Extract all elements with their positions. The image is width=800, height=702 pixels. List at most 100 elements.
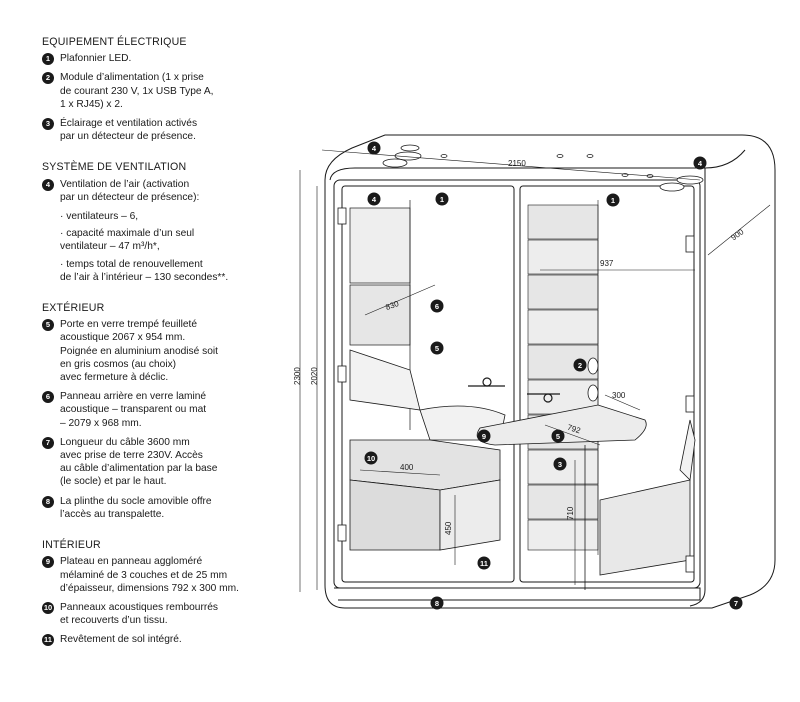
dim-depth-label: 900 [729,227,746,242]
booth-base [334,587,701,601]
svg-text:6: 6 [435,302,439,311]
bench-side [439,479,501,551]
dim-back-panel-label: 830 [384,299,400,312]
bench-back [679,419,696,481]
spec-text: Panneau arrière en verre laminé acoustiq… [60,391,207,429]
spec-text: Revêtement de sol intégré. [60,634,182,646]
spec-item-1: 1 Plafonnier LED. [42,52,292,66]
spec-list: EQUIPEMENT ÉLECTRIQUE 1 Plafonnier LED. … [42,36,292,653]
callout-4: 4 [693,156,707,170]
callout-1: 1 [435,192,449,206]
dim-line [707,204,771,256]
booth-outer-shell [324,134,776,609]
acoustic-panel [527,519,599,551]
svg-text:7: 7 [734,599,738,608]
dim-height-total-label: 2300 [293,367,302,385]
sub-item: · temps total de renouvellement de l’air… [60,258,229,283]
callout-1: 1 [606,193,620,207]
acoustic-panel [527,344,599,380]
roof-vent [676,175,704,185]
spec-item-10: 10 Panneaux acoustiques rembourrés et re… [42,601,292,627]
hinge [685,555,695,573]
dim-line [544,424,601,446]
callout-2: 2 [573,358,587,372]
acoustic-panel [527,204,599,240]
svg-text:5: 5 [556,432,560,441]
power-module [587,384,599,402]
spec-text: Plafonnier LED. [60,53,132,65]
dim-table-height-label: 710 [566,506,575,520]
hinge [337,207,347,225]
acoustic-panel [349,207,411,284]
svg-text:3: 3 [558,460,562,469]
spec-text: Ventilation de l’air (activation par un … [60,178,200,203]
spec-text: Panneaux acoustiques rembourrés et recou… [60,601,219,627]
svg-text:1: 1 [440,195,444,204]
spec-item-4: 4 Ventilation de l’air (activation par u… [42,178,292,204]
spec-text: Éclairage et ventilation activés par un … [60,118,198,143]
svg-text:2: 2 [578,361,582,370]
acoustic-panel [527,274,599,310]
svg-text:10: 10 [367,454,375,463]
right-door-glass [519,185,695,583]
spec-item-2: 2 Module d’alimentation (1 x prise de co… [42,71,292,111]
spec-text: Porte en verre trempé feuilleté acoustiq… [60,319,219,384]
callout-10: 10 [364,451,378,465]
callout-5: 5 [430,341,444,355]
dim-table-length-label: 792 [566,423,582,436]
callout-8: 8 [430,596,444,610]
dim-inner-width-label: 937 [600,259,614,268]
hinge [337,524,347,542]
handle-knob [482,377,492,387]
number-badge: 4 [42,178,54,191]
number-badge: 8 [42,495,54,508]
dim-height-inner-label: 2020 [310,367,319,385]
spec-item-5: 5 Porte en verre trempé feuilleté acoust… [42,318,292,384]
hinge [685,395,695,413]
number-badge: 2 [42,72,54,85]
right-bench [599,419,696,576]
svg-text:4: 4 [698,159,703,168]
roof-vent [586,154,594,158]
acoustic-panel [349,284,411,346]
acoustic-panel [527,239,599,275]
bench-seat [599,479,691,576]
spec-text: La plinthe du socle amovible offre l’acc… [60,495,212,520]
left-bench [349,349,506,551]
left-door-glass [341,185,515,583]
dim-line [321,149,701,181]
svg-text:4: 4 [372,144,377,153]
roof-vent [400,144,420,152]
spec-item-9: 9 Plateau en panneau aggloméré mélaminé … [42,555,292,595]
sub-item: · ventilateurs – 6, [60,211,139,223]
booth-roof-edge [329,149,746,181]
callout-3: 3 [553,457,567,471]
dim-line [359,469,441,476]
acoustic-panel [527,309,599,345]
handle-knob [543,393,553,403]
svg-text:11: 11 [480,559,488,568]
callout-9: 9 [477,429,491,443]
number-badge: 10 [42,601,54,614]
spec-text: Plateau en panneau aggloméré mélaminé de… [60,556,239,594]
number-badge: 7 [42,436,54,449]
spec-item-8: 8 La plinthe du socle amovible offre l’a… [42,495,292,521]
dimension-lines [299,149,771,592]
section-title-electrical: EQUIPEMENT ÉLECTRIQUE [42,36,187,48]
roof-vents [382,144,704,192]
section-title-ventilation: SYSTÈME DE VENTILATION [42,161,187,174]
power-modules [587,357,599,402]
table-top [476,404,647,446]
acoustic-panel [527,484,599,520]
ventilation-sublist: · ventilateurs – 6, · capacité maximale … [60,210,292,284]
svg-text:4: 4 [372,195,377,204]
number-badge: 9 [42,556,54,569]
number-badge: 5 [42,319,54,332]
callout-11: 11 [477,556,491,570]
callout-7: 7 [729,596,743,610]
dim-line [364,284,436,316]
booth-drawing: 2150 900 2300 2020 937 830 400 450 300 7… [293,134,776,610]
section-title-exterior: EXTÉRIEUR [42,302,105,315]
spec-text: Longueur du câble 3600 mm avec prise de … [60,436,218,488]
roof-vent [382,158,408,168]
